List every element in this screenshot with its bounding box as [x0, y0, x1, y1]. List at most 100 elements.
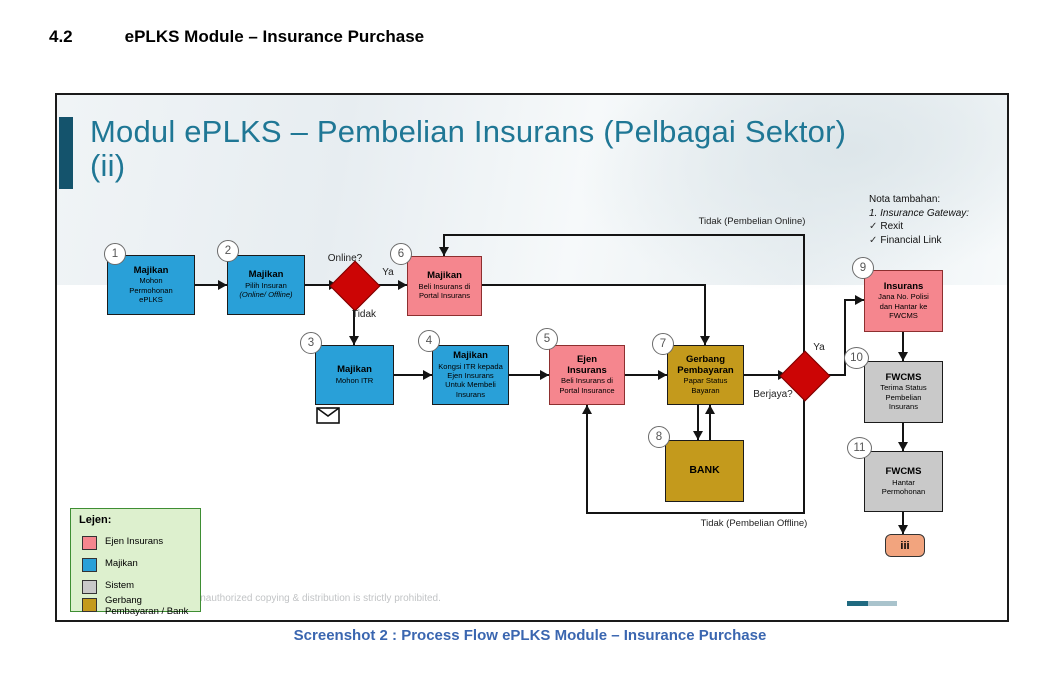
flow-box-5: Ejen Insurans Beli Insurans di Portal In…	[549, 345, 625, 405]
legend: Lejen: Ejen Insurans Majikan Sistem Gerb…	[70, 508, 201, 617]
note-check2-label: Financial Link	[880, 234, 942, 246]
flow-box-2: Majikan Pilih Insuran (Online/ Offline)	[227, 255, 305, 315]
box-title: Majikan	[133, 264, 169, 276]
legend-item: Majikan	[82, 558, 138, 572]
title-accent-bar	[59, 117, 73, 189]
legend-swatch-majikan	[82, 558, 97, 572]
arrowhead	[540, 370, 549, 380]
step-number-7: 7	[652, 333, 674, 355]
box-line: Pembelian	[885, 392, 922, 402]
additional-note: Nota tambahan: 1. Insurance Gateway: ✓Re…	[869, 193, 969, 247]
flow-box-11: FWCMS Hantar Permohonan	[864, 451, 943, 512]
legend-label: Sistem	[105, 580, 135, 591]
arrowhead	[398, 280, 407, 290]
edge	[744, 374, 787, 376]
box-line: Untuk Membeli	[445, 380, 496, 390]
box-line: Pilih Insuran	[245, 281, 287, 291]
box-line: (Online/ Offline)	[239, 290, 293, 300]
progress-bar-filled	[847, 601, 868, 606]
box-line: Insurans	[455, 389, 486, 399]
edge	[370, 284, 407, 286]
step-number-1: 1	[104, 243, 126, 265]
box-title: FWCMS	[885, 371, 922, 383]
decision-berjaya-yes-label: Ya	[813, 342, 825, 353]
decision-online-yes-label: Ya	[382, 267, 394, 278]
box-title: Insurans	[883, 280, 924, 292]
offpage-connector-iii: iii	[885, 534, 925, 557]
legend-title: Lejen:	[79, 514, 112, 526]
flow-box-9: Insurans Jana No. Polisi dan Hantar ke F…	[864, 270, 943, 332]
step-number-2: 2	[217, 240, 239, 262]
envelope-icon	[316, 407, 340, 424]
flow-box-1: Majikan Mohon Permohonan ePLKS	[107, 255, 195, 315]
step-number-3: 3	[300, 332, 322, 354]
box-title: Gerbang Pembayaran	[677, 354, 734, 376]
legend-swatch-ejen	[82, 536, 97, 550]
edge	[625, 374, 667, 376]
arrowhead	[439, 247, 449, 256]
box-line: Mohon	[139, 276, 163, 286]
arrowhead	[693, 431, 703, 440]
slide-title-line2: (ii)	[90, 148, 126, 184]
edge	[482, 284, 706, 286]
note-heading: Nota tambahan:	[869, 194, 941, 205]
arrowhead	[898, 525, 908, 534]
progress-bar-track	[868, 601, 897, 606]
arrowhead	[700, 336, 710, 345]
arrowhead	[705, 405, 715, 414]
edge	[902, 332, 904, 361]
edge	[353, 301, 355, 345]
edge	[709, 405, 711, 440]
edge	[803, 234, 805, 358]
box-line: Permohonan	[881, 486, 926, 496]
edge	[509, 374, 549, 376]
arrowhead	[349, 336, 359, 345]
copyright-note: Unauthorized copying & distribution is s…	[193, 593, 441, 604]
legend-label: Ejen Insurans	[105, 536, 164, 547]
box-line: FWCMS	[889, 310, 918, 320]
arrowhead	[658, 370, 667, 380]
box-line: Beli Insurans di	[418, 282, 471, 292]
slide-title-line1: Modul ePLKS – Pembelian Insurans (Pelbag…	[90, 114, 847, 149]
section-title: ePLKS Module – Insurance Purchase	[124, 27, 425, 46]
edge	[704, 284, 706, 345]
figure-caption: Screenshot 2 : Process Flow ePLKS Module…	[293, 627, 767, 644]
edge	[697, 405, 699, 440]
edge	[305, 284, 338, 286]
arrowhead	[898, 442, 908, 451]
note-check-row: ✓Financial Link	[869, 234, 969, 248]
box-line: Beli Insurans di	[561, 376, 613, 386]
box-line: Bayaran	[691, 385, 720, 395]
box-line: Permohonan	[129, 285, 173, 295]
box-line: Hantar	[892, 477, 915, 487]
offline-fail-edge-label: Tidak (Pembelian Offline)	[700, 518, 808, 529]
box-title: BANK	[689, 464, 720, 477]
decision-berjaya-label: Berjaya?	[753, 389, 793, 400]
arrowhead	[898, 352, 908, 361]
note-check1-label: Rexit	[880, 221, 904, 232]
check-icon: ✓	[869, 221, 878, 232]
step-number-4: 4	[418, 330, 440, 352]
edge	[443, 234, 445, 256]
box-line: Mohon ITR	[335, 375, 374, 385]
step-number-6: 6	[390, 243, 412, 265]
step-number-8: 8	[648, 426, 670, 448]
edge	[443, 234, 805, 236]
slide-frame: Modul ePLKS – Pembelian Insurans (Pelbag…	[55, 93, 1009, 622]
box-line: dan Hantar ke	[879, 301, 928, 311]
step-number-10: 10	[844, 347, 869, 369]
legend-item: Ejen Insurans	[82, 536, 163, 550]
edge	[586, 512, 805, 514]
arrowhead	[855, 295, 864, 305]
edge	[902, 512, 904, 534]
box-line: Terima Status	[880, 383, 927, 393]
online-fail-edge-label: Tidak (Pembelian Online)	[698, 216, 806, 227]
legend-item: Gerbang Pembayaran / Bank	[82, 595, 197, 618]
box-line: Portal Insurans	[418, 291, 471, 301]
edge	[821, 374, 845, 376]
arrowhead	[582, 405, 592, 414]
note-check-row: ✓Rexit	[869, 220, 969, 234]
legend-swatch-sistem	[82, 580, 97, 594]
arrowhead	[218, 280, 227, 290]
